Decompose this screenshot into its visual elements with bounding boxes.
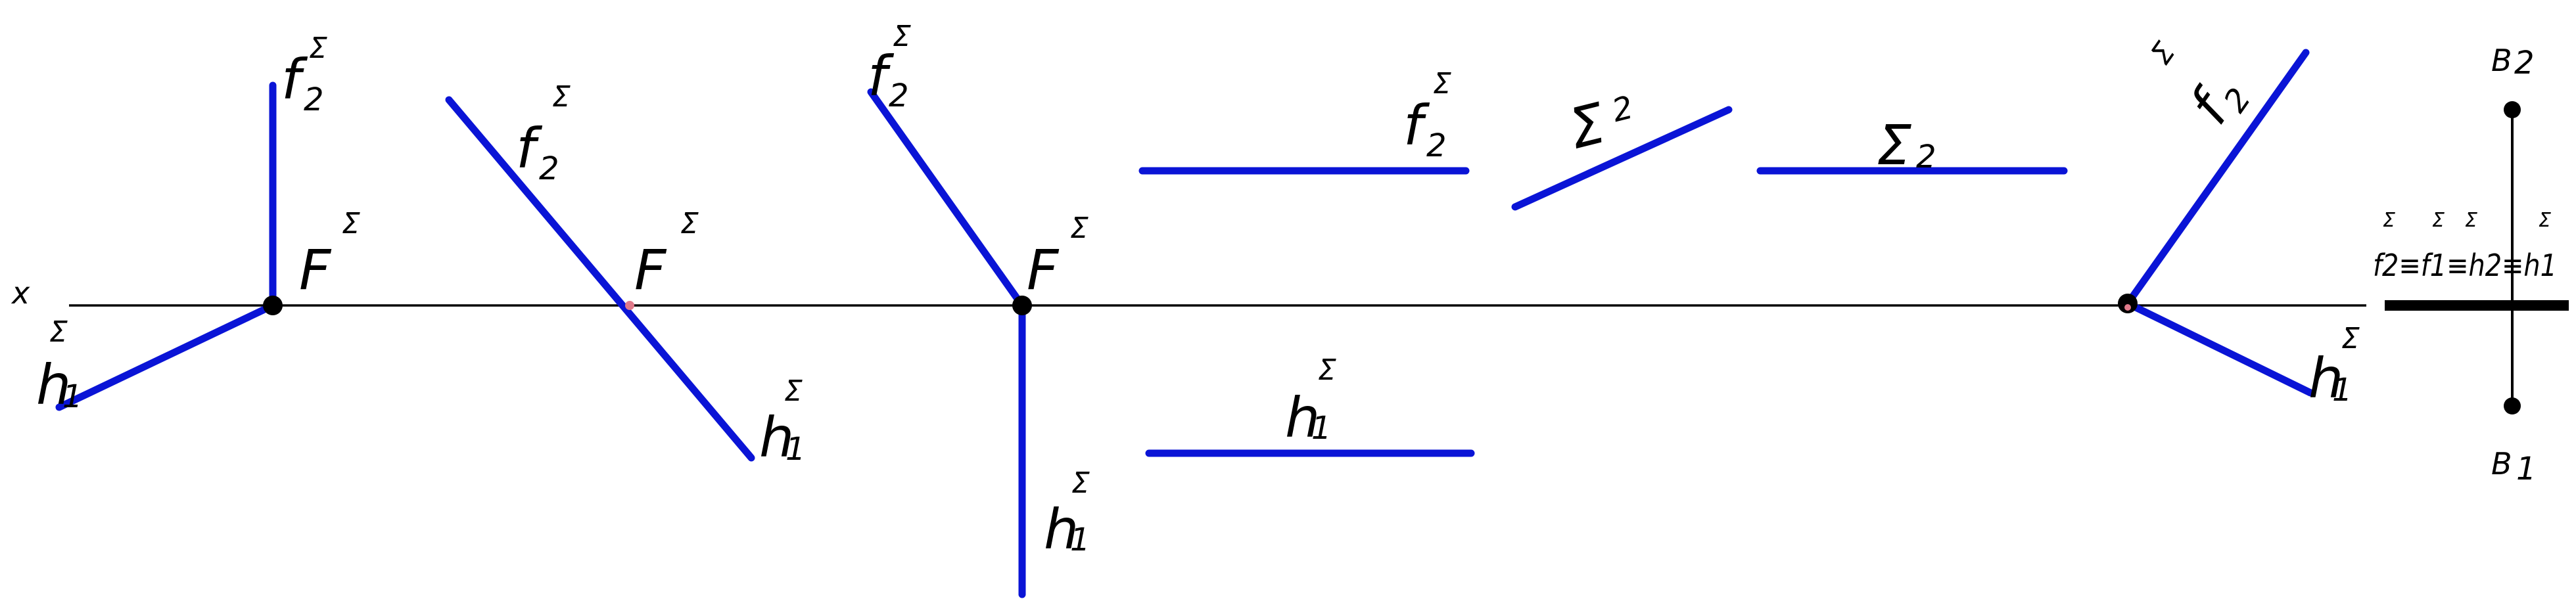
label-f-2-sub: 2	[539, 150, 559, 187]
label-h-7-sup: Σ	[2341, 322, 2360, 355]
label-F-1: F	[299, 238, 332, 302]
label-F-2-sup: Σ	[680, 207, 699, 240]
label-F-1-sup: Σ	[342, 207, 360, 240]
label-B2: B	[2491, 43, 2512, 78]
vanishing-point-F-7	[2118, 294, 2138, 313]
label-f-3-sup: Σ	[893, 20, 911, 53]
label-coincident-sup-2: Σ	[2432, 209, 2445, 232]
label-h-1-sup: Σ	[49, 315, 68, 349]
label-f-1-sup: Σ	[309, 32, 327, 65]
label-h-4-sub: 1	[1311, 410, 1332, 447]
label-coincident-sup-3: Σ	[2465, 209, 2477, 232]
label-B1: B	[2491, 446, 2512, 481]
label-h-7: h	[2308, 346, 2343, 411]
label-B2-sub: 2	[2514, 45, 2535, 81]
label-h-3-sub: 1	[1070, 522, 1090, 558]
label-h-2: h	[759, 405, 794, 470]
label-f-7-sup: Σ	[2144, 36, 2182, 70]
label-f-4-sub: 2	[1426, 127, 1447, 164]
point-B1	[2504, 397, 2521, 414]
trace-f2-7	[2124, 49, 2310, 307]
trace-h1-1	[55, 302, 277, 411]
label-h-7-sub: 1	[2332, 372, 2353, 409]
trace-h1-7	[2124, 300, 2314, 397]
label-h-4-sup: Σ	[1318, 353, 1336, 387]
label-F-3: F	[1027, 238, 1060, 302]
vanishing-point-F-2	[625, 301, 634, 310]
label-f-1-sub: 2	[304, 81, 324, 118]
point-B2	[2504, 101, 2521, 118]
label-sigma-6: Σ	[1877, 113, 1911, 177]
trace-sigma2-5	[1511, 106, 1733, 211]
label-sigma-6-sub: 2	[1916, 139, 1936, 175]
label-sigma-5-sub: 2	[1608, 89, 1637, 129]
label-coincident-sup-4: Σ	[2539, 209, 2551, 232]
label-f-3-sub: 2	[889, 78, 909, 114]
label-h-3: h	[1044, 497, 1079, 562]
label-F-3-sup: Σ	[1070, 212, 1089, 245]
vanishing-point-F-3	[1012, 296, 1032, 315]
trace-f2-h1-2	[445, 96, 755, 462]
label-f-2-sup: Σ	[552, 80, 571, 114]
label-h-2-sub: 1	[785, 431, 806, 468]
label-coincident-sup-1: Σ	[2383, 209, 2395, 232]
vanishing-point-F-7-marker	[2124, 304, 2131, 311]
label-h-3-sup: Σ	[1071, 466, 1090, 500]
label-B1-sub: 1	[2516, 451, 2537, 487]
label-sigma-5: Σ	[1562, 91, 1612, 162]
label-F-2: F	[634, 238, 667, 302]
label-h-1: h	[36, 353, 71, 417]
x-axis-label: x	[11, 275, 30, 311]
trace-f2-3	[867, 88, 1026, 309]
label-h-2-sup: Σ	[784, 374, 803, 408]
label-h-1-sub: 1	[62, 378, 83, 415]
label-coincident-traces: f2≡f1≡h2≡h1	[2373, 248, 2557, 283]
vanishing-point-F-1	[263, 296, 283, 315]
label-f-4-sup: Σ	[1433, 67, 1451, 100]
label-h-4: h	[1285, 386, 1320, 450]
